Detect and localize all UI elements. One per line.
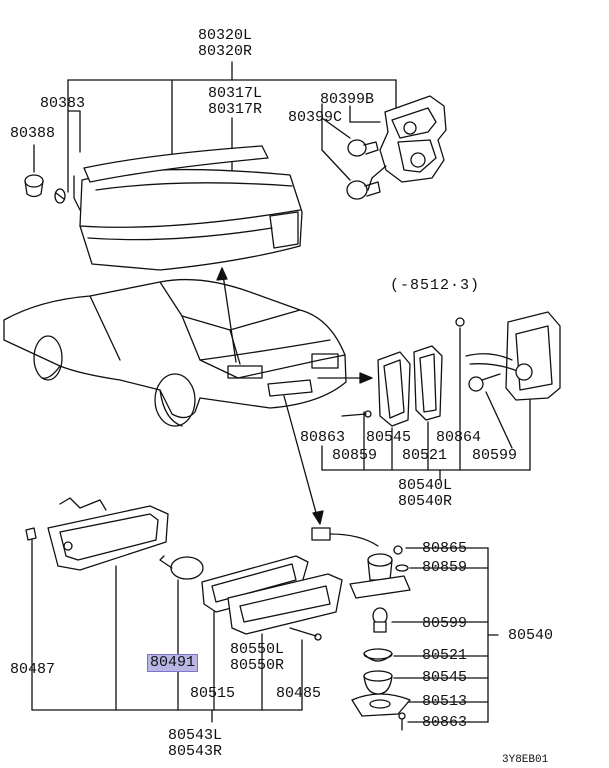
part-label-80863-b[interactable]: 80863 <box>422 714 468 731</box>
part-label-side-r[interactable]: 80540R <box>398 493 453 510</box>
tail-lamp-gasket <box>73 145 269 211</box>
part-label-lens-l[interactable]: 80317L <box>208 85 263 102</box>
part-label-80515[interactable]: 80515 <box>190 685 236 702</box>
part-label-80599-b[interactable]: 80599 <box>422 615 468 632</box>
part-label-lens-r[interactable]: 80317R <box>208 101 263 118</box>
part-label-80859-b[interactable]: 80859 <box>422 559 468 576</box>
part-label-side-l[interactable]: 80540L <box>398 477 453 494</box>
part-label-80388[interactable]: 80388 <box>10 125 56 142</box>
part-label-80521-b[interactable]: 80521 <box>422 647 468 664</box>
grommet-80388 <box>24 144 44 198</box>
tail-lamp-housing <box>79 168 303 271</box>
part-label-80485[interactable]: 80485 <box>276 685 322 702</box>
part-label-lens2-r[interactable]: 80550R <box>230 657 285 674</box>
part-label-front-l[interactable]: 80543L <box>168 727 223 744</box>
front-lamp-parts <box>25 497 343 723</box>
part-label-80513[interactable]: 80513 <box>422 693 468 710</box>
diagram-code: 3Y8EB01 <box>502 754 549 766</box>
bulb-socket-assembly <box>346 95 447 200</box>
car-body-outline <box>3 278 347 427</box>
part-label-80599-a[interactable]: 80599 <box>472 447 518 464</box>
part-label-80540[interactable]: 80540 <box>508 627 554 644</box>
part-label-80383[interactable]: 80383 <box>40 95 86 112</box>
part-label-tail-lamp-r[interactable]: 80320R <box>198 43 253 60</box>
part-label-tail-lamp-l[interactable]: 80320L <box>198 27 253 44</box>
part-label-80521-a[interactable]: 80521 <box>402 447 448 464</box>
part-label-80863-a[interactable]: 80863 <box>300 429 346 446</box>
screw-80383 <box>54 188 66 204</box>
part-label-80865[interactable]: 80865 <box>422 540 468 557</box>
part-label-lens2-l[interactable]: 80550L <box>230 641 285 658</box>
part-label-socket-c[interactable]: 80399C <box>288 109 343 126</box>
part-label-front-r[interactable]: 80543R <box>168 743 223 760</box>
side-marker-parts <box>321 311 561 481</box>
part-label-socket-b[interactable]: 80399B <box>320 91 375 108</box>
tail-lamp-leader-lines <box>67 61 397 193</box>
part-label-80491-highlighted[interactable]: 80491 <box>147 654 199 672</box>
license-lamp-parts <box>311 527 499 731</box>
part-label-80487[interactable]: 80487 <box>10 661 56 678</box>
date-range-note: (-8512·3) <box>390 277 481 294</box>
car-arrows <box>216 267 373 525</box>
part-label-80545-a[interactable]: 80545 <box>366 429 412 446</box>
part-label-80864[interactable]: 80864 <box>436 429 482 446</box>
part-label-80859-a[interactable]: 80859 <box>332 447 378 464</box>
part-label-80545-b[interactable]: 80545 <box>422 669 468 686</box>
